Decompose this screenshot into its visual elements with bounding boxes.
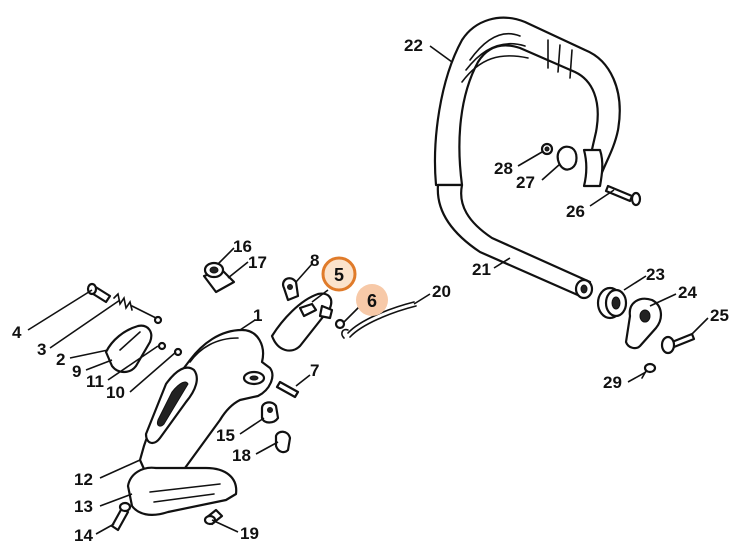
leader-lines [27, 45, 709, 535]
callout-label-15[interactable]: 15 [216, 426, 235, 445]
clamp-part [540, 142, 578, 171]
pin-part [86, 282, 112, 304]
screw-19-part [203, 508, 224, 526]
mount-part [624, 297, 662, 350]
callout-label-11[interactable]: 11 [86, 372, 104, 391]
callout-label-23[interactable]: 23 [646, 265, 665, 284]
spring-part [113, 292, 133, 311]
handlebar-part [433, 16, 621, 300]
callout-label-20[interactable]: 20 [432, 282, 451, 301]
callout-label-1[interactable]: 1 [253, 306, 262, 325]
callout-label-19[interactable]: 19 [240, 524, 259, 543]
grommet-part [202, 261, 236, 294]
callout-label-6: 6 [367, 291, 377, 311]
callout-labels: 1 2 3 4 7 8 9 10 11 12 13 14 15 16 17 18… [12, 36, 729, 545]
callout-label-12[interactable]: 12 [74, 470, 93, 489]
callout-label-22[interactable]: 22 [404, 36, 423, 55]
pin-7-part [275, 380, 300, 399]
selected-ring [321, 256, 357, 292]
callout-label-5: 5 [334, 265, 344, 285]
callout-label-28[interactable]: 28 [494, 159, 513, 178]
hover-highlight [356, 284, 388, 316]
callout-label-2[interactable]: 2 [56, 350, 65, 369]
screw-29-part [641, 362, 657, 379]
callout-label-7[interactable]: 7 [310, 361, 319, 380]
bolt-26-part [604, 184, 642, 207]
callout-label-18[interactable]: 18 [232, 446, 251, 465]
callout-label-10[interactable]: 10 [106, 383, 125, 402]
screw-25-part [660, 332, 696, 355]
callout-label-21[interactable]: 21 [472, 260, 491, 279]
callout-label-25[interactable]: 25 [710, 306, 729, 325]
callout-label-14[interactable]: 14 [74, 526, 93, 545]
callout-label-3[interactable]: 3 [37, 340, 46, 359]
callout-label-8[interactable]: 8 [310, 251, 319, 270]
base-plate-part [126, 466, 238, 516]
screw-15-part [260, 401, 280, 424]
rod-2-part [131, 305, 163, 325]
lever-part [270, 277, 334, 352]
callout-label-29[interactable]: 29 [603, 373, 622, 392]
callout-label-24[interactable]: 24 [678, 283, 697, 302]
screw-18-part [274, 430, 292, 454]
callout-5-marker[interactable]: 5 [321, 256, 357, 292]
callout-6-marker[interactable]: 6 [356, 284, 388, 316]
callout-label-13[interactable]: 13 [74, 497, 93, 516]
screw-14-part [110, 501, 132, 532]
callout-label-9[interactable]: 9 [72, 362, 81, 381]
callout-label-4[interactable]: 4 [12, 323, 22, 342]
rear-handle-part [138, 328, 274, 482]
bushing-part [596, 286, 628, 320]
trigger-part [104, 324, 183, 374]
callout-label-17[interactable]: 17 [248, 253, 267, 272]
callout-label-27[interactable]: 27 [516, 173, 535, 192]
callout-label-16[interactable]: 16 [233, 237, 252, 256]
callout-label-26[interactable]: 26 [566, 202, 585, 221]
